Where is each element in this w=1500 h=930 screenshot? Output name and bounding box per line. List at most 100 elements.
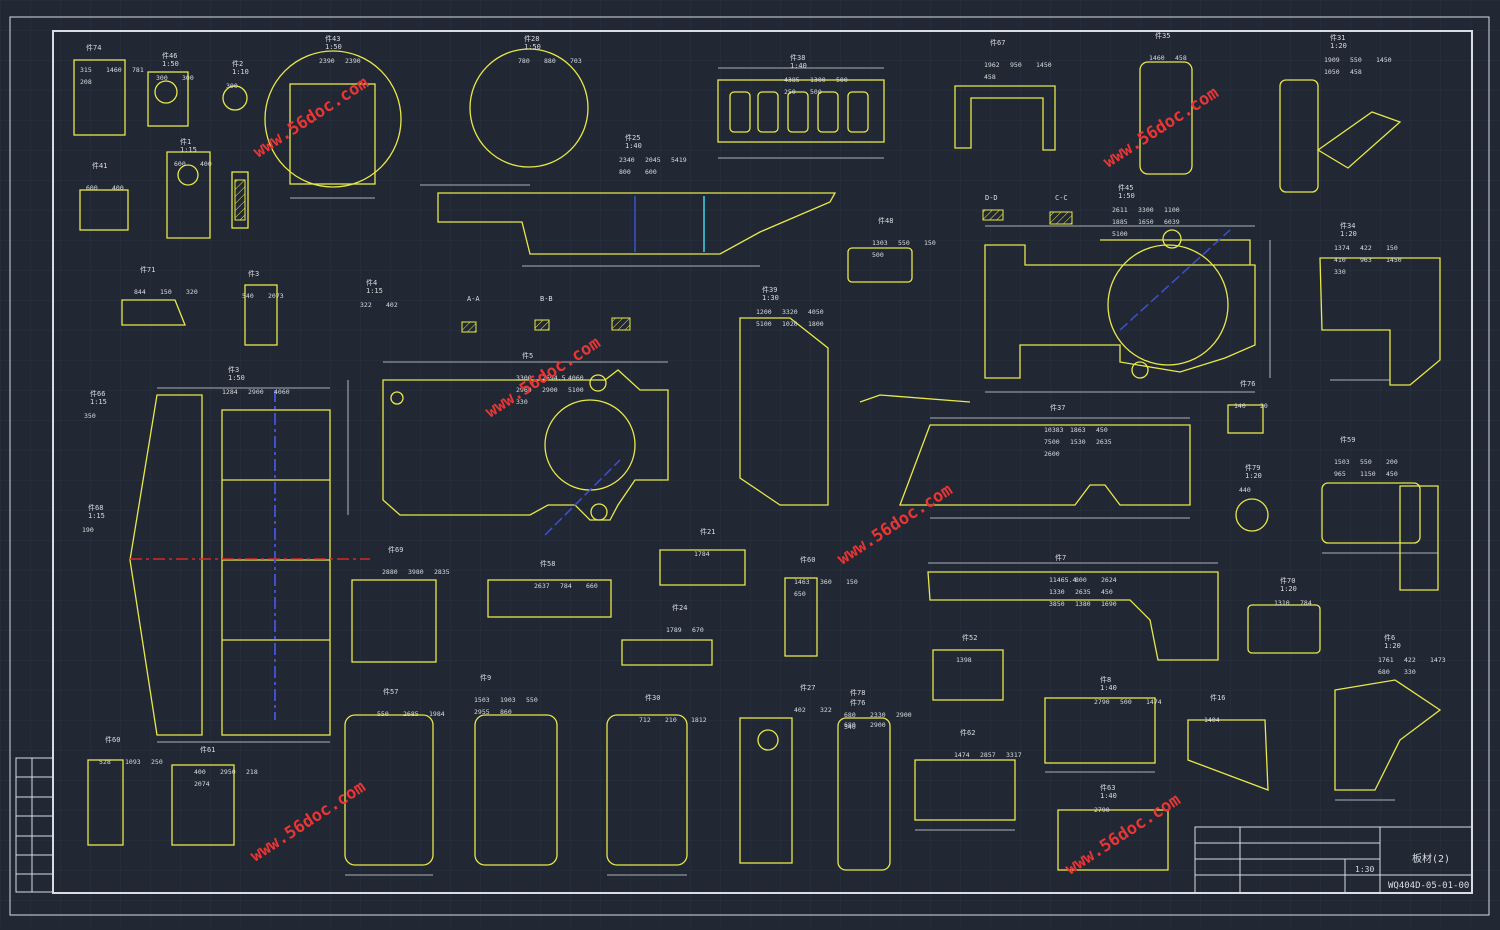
dimension-value: 330	[1334, 268, 1346, 276]
dimension-value: 1761	[1378, 656, 1394, 664]
dimension-value: 1784	[694, 550, 710, 558]
dimension-value: 360	[820, 578, 832, 586]
dimension-value: 1909	[1324, 56, 1340, 64]
revision-table	[15, 757, 54, 893]
part-scale: 1:40	[1100, 684, 1117, 692]
dimension-value: 1374	[1334, 244, 1350, 252]
dimension-value: 2900	[248, 388, 264, 396]
dimension-value: 860	[500, 708, 512, 716]
dimension-value: 1380	[1075, 600, 1091, 608]
dimension-value: 780	[518, 57, 530, 65]
center-lines	[130, 196, 1231, 720]
dimension-value: 1812	[691, 716, 707, 724]
part-scale: 1:15	[180, 146, 197, 154]
dimension-value: 2074	[194, 780, 210, 788]
part-label: 件48	[878, 216, 893, 225]
part-scale: 1:50	[162, 60, 179, 68]
dimension-value: 550	[526, 696, 538, 704]
part-scale: 1:40	[790, 62, 807, 70]
dimension-value: 2390	[319, 57, 335, 65]
dimension-value: 500	[1120, 698, 1132, 706]
dimension-value: 300	[182, 74, 194, 82]
dimension-value: 680	[844, 721, 856, 729]
part-label: 件35	[1155, 31, 1170, 40]
dimension-value: 550	[898, 239, 910, 247]
dimension-value: 550	[1360, 458, 1372, 466]
dimension-value: 703	[570, 57, 582, 65]
part-label: 件5	[522, 351, 533, 360]
dimension-value: 670	[692, 626, 704, 634]
dimension-value: 20	[1260, 402, 1268, 410]
dimension-value: 1200	[756, 308, 772, 316]
section-label-a-a: A-A	[467, 295, 480, 303]
dimension-value: 315	[80, 66, 92, 74]
part-label: 件2	[232, 59, 243, 68]
dimension-value: 1800	[808, 320, 824, 328]
dimension-value: 3320	[782, 308, 798, 316]
dimension-value: 2330	[870, 711, 886, 719]
dimension-value: 1885	[1112, 218, 1128, 226]
dimension-value: 1303	[872, 239, 888, 247]
dimension-value: 320	[186, 288, 198, 296]
dimension-value: 844	[134, 288, 146, 296]
dimension-value: 1398	[956, 656, 972, 664]
dimension-value: 3980	[408, 568, 424, 576]
part-scale: 1:20	[1384, 642, 1401, 650]
part-scale: 1:50	[228, 374, 245, 382]
dimension-value: 1473	[1430, 656, 1446, 664]
dimension-value: 322	[360, 301, 372, 309]
dimension-value: 300	[226, 82, 238, 90]
dimension-value: 600	[645, 168, 657, 176]
part-label: 件28	[524, 34, 539, 43]
dimension-value: 5100	[568, 386, 584, 394]
part-scale: 1:15	[90, 398, 107, 406]
dimension-value: 784	[560, 582, 572, 590]
dimension-value: 2600	[1044, 450, 1060, 458]
dimension-value: 250	[151, 758, 163, 766]
dimension-value: 190	[82, 526, 94, 534]
dimension-value: 2624	[1101, 576, 1117, 584]
dimension-value: 500	[810, 88, 822, 96]
dimension-value: 11465.4	[1049, 576, 1076, 584]
dimension-value: 5419	[671, 156, 687, 164]
dimension-value: 322	[820, 706, 832, 714]
part-scale: 1:50	[1118, 192, 1135, 200]
part-label: 件68	[88, 503, 103, 512]
dimension-value: 880	[544, 57, 556, 65]
dimension-value: 1460	[106, 66, 122, 74]
section-label-b-b: B-B	[540, 295, 553, 303]
part-scale: 1:20	[1330, 42, 1347, 50]
dimension-value: 208	[80, 78, 92, 86]
dimension-value: 650	[794, 590, 806, 598]
dimension-value: 1530	[1070, 438, 1086, 446]
part-label: 件4	[366, 278, 377, 287]
dimension-value: 5100	[1112, 230, 1128, 238]
dimension-value: 1310	[1274, 599, 1290, 607]
dimension-value: 2955	[474, 708, 490, 716]
dimension-value: 218	[246, 768, 258, 776]
dimension-value: 10383	[1044, 426, 1064, 434]
part-label: 件52	[962, 633, 977, 642]
part-label: 件6	[1384, 633, 1395, 642]
